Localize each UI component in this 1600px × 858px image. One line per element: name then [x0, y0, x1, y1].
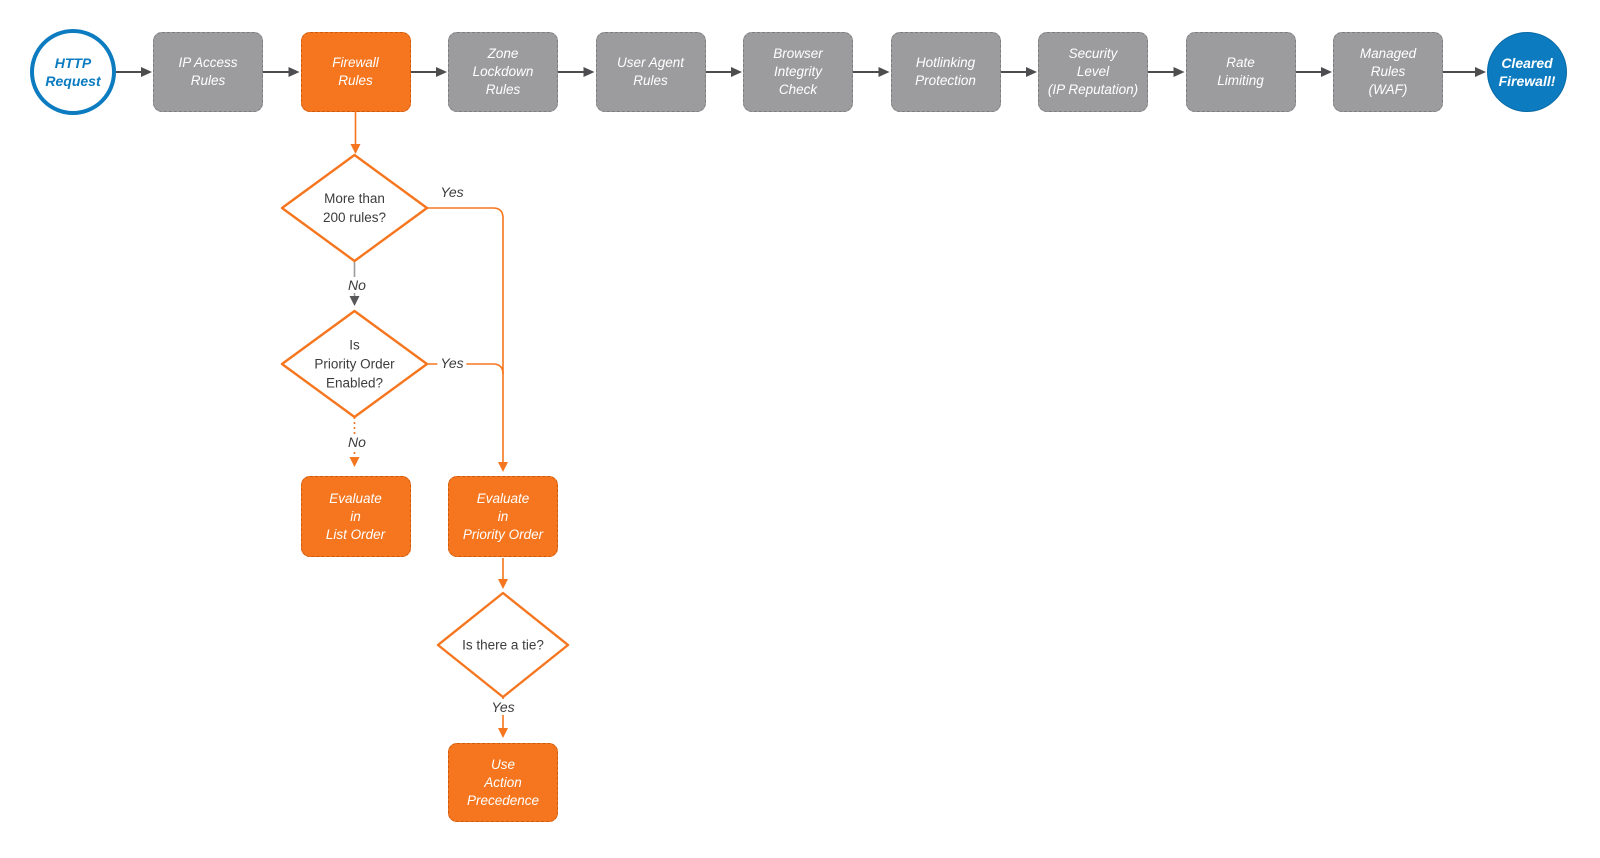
edge-label-no-rules: No — [345, 277, 369, 293]
process-evaluate-list-order: Evaluate in List Order — [300, 476, 411, 557]
edge-label-yes-tie: Yes — [488, 699, 518, 715]
stage-user-agent-rules: User Agent Rules — [595, 32, 706, 112]
process-evaluate-priority-order: Evaluate in Priority Order — [448, 476, 558, 557]
stage-managed-rules-waf: Managed Rules (WAF) — [1333, 32, 1443, 112]
edge-yes-priority-merge — [427, 363, 504, 375]
stage-hotlinking-protection: Hotlinking Protection — [890, 32, 1001, 112]
edge-yes-rules-to-priority-box — [427, 207, 508, 472]
stage-zone-lockdown-rules: Zone Lockdown Rules — [448, 32, 558, 112]
stage-rate-limiting: Rate Limiting — [1185, 32, 1296, 112]
decision-priority-order-shape — [280, 309, 429, 419]
edge-label-no-priority: No — [345, 434, 369, 450]
process-use-action-precedence: Use Action Precedence — [448, 743, 558, 822]
decision-rule-count-label: More than 200 rules? — [322, 191, 387, 225]
stage-firewall-rules: Firewall Rules — [300, 32, 411, 112]
decision-rule-count-shape — [280, 153, 429, 263]
end-node-cleared-firewall: Cleared Firewall! — [1487, 32, 1567, 112]
decision-priority-order-label: Is Priority Order Enabled? — [314, 337, 395, 391]
edge-label-yes-rules: Yes — [437, 184, 467, 200]
decision-tie-label: Is there a tie? — [462, 637, 544, 653]
stage-ip-access-rules: IP Access Rules — [153, 32, 263, 112]
stage-browser-integrity-check: Browser Integrity Check — [743, 32, 853, 112]
stage-security-level: Security Level (IP Reputation) — [1038, 32, 1148, 112]
start-node-http-request: HTTP Request — [30, 29, 116, 115]
edge-label-yes-priority: Yes — [437, 355, 467, 371]
decision-tie-shape — [436, 591, 570, 699]
